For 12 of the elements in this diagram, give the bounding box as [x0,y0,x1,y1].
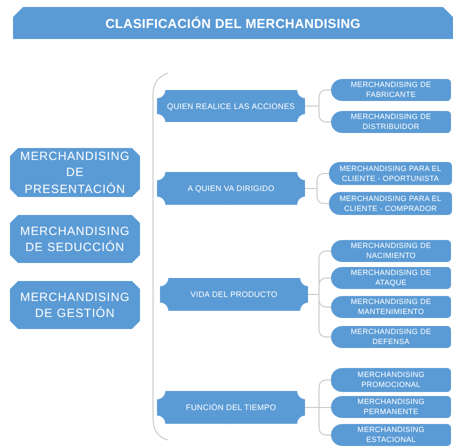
bracket-connector [304,407,332,436]
criterion-box: FUNCIÓN DEL TIEMPO [157,391,305,424]
criterion-box: VIDA DEL PRODUCTO [160,278,308,311]
title-banner: CLASIFICACIÓN DEL MERCHANDISING [13,7,453,39]
bracket-connector [304,188,330,204]
criterion-box: A QUIEN VA DIRIGIDO [157,172,305,205]
category-box: MERCHANDISING DE SEDUCCIÓN [10,215,140,263]
bracket-connector [304,106,332,122]
category-box: MERCHANDISING DE PRESENTACIÓN [10,148,140,197]
criterion-box: QUIEN REALICE LAS ACCIONES [157,90,305,122]
category-box: MERCHANDISING DE GESTIÓN [10,281,140,329]
bracket-connector [308,294,332,338]
